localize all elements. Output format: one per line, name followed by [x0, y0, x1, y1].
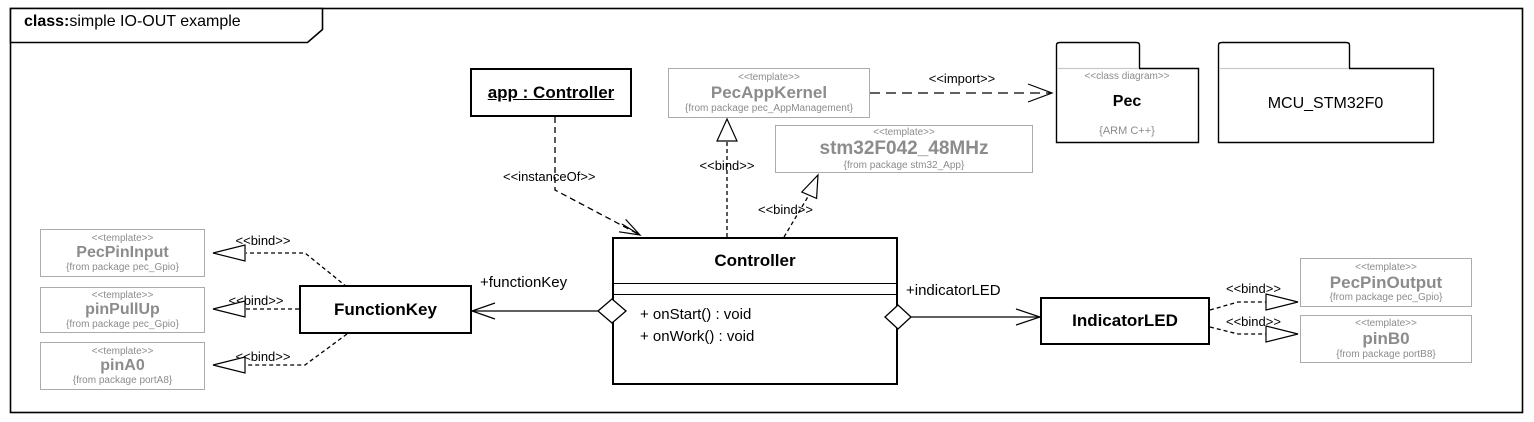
import-arrowhead-icon [1027, 83, 1054, 103]
class-pecappkernel-name: PecAppKernel [710, 83, 828, 103]
class-pina0-stereotype: <<template>> [91, 345, 154, 357]
import-label: <<import>> [928, 71, 996, 86]
functionkey-role-label: +functionKey [480, 274, 568, 291]
class-pecappkernel-stereotype: <<template>> [738, 72, 800, 84]
package-pec-note: {ARM C++} [1099, 125, 1155, 137]
instanceof-label: <<instanceOf>> [503, 169, 596, 184]
package-pec-name: Pec [1112, 93, 1142, 110]
class-controller-attributes [614, 283, 896, 294]
class-pina0: <<template>> pinA0 {from package portA8} [40, 342, 205, 390]
class-pecpininput-stereotype: <<template>> [91, 232, 154, 244]
bind-triangle-stm32-icon [800, 173, 819, 200]
method-onwork: + onWork() : void [640, 328, 755, 345]
bind-triangle-pecappkernel-icon [716, 117, 738, 142]
class-pinb0-stereotype: <<template>> [1355, 318, 1417, 330]
class-pecpinoutput: <<template>> PecPinOutput {from package … [1300, 258, 1472, 307]
functionkey-arrowhead-icon [470, 302, 496, 320]
bind-label-pina0: <<bind>> [235, 349, 291, 364]
bind-label-pecpinoutput: <<bind>> [1226, 281, 1281, 296]
class-pinb0-name: pinB0 [1362, 329, 1410, 349]
bind-label-pinpullup: <<bind>> [228, 293, 284, 308]
diagram-title: class:simple IO-OUT example [24, 13, 241, 31]
class-controller: Controller + onStart() : void + onWork()… [612, 237, 898, 385]
class-pecpininput-name: PecPinInput [76, 244, 169, 262]
class-indicatorled: IndicatorLED [1040, 297, 1210, 345]
class-pecpininput: <<template>> PecPinInput {from package p… [40, 229, 205, 277]
class-pina0-name: pinA0 [100, 357, 145, 375]
bind-label-pecpininput: <<bind>> [235, 233, 291, 248]
class-pinpullup-package: {from package pec_Gpio} [66, 318, 179, 330]
bind-label-pecappkernel: <<bind>> [699, 158, 755, 173]
method-onstart: + onStart() : void [640, 306, 752, 323]
mcu-package-shape [1217, 41, 1435, 144]
indicatorled-arrowhead-icon [1015, 308, 1042, 326]
class-pinpullup-stereotype: <<template>> [91, 289, 154, 301]
bind-label-stm32: <<bind>> [758, 202, 813, 217]
class-controller-name: Controller [714, 251, 796, 270]
class-pecpinoutput-package: {from package pec_Gpio} [1329, 292, 1443, 304]
bind-label-pinb0: <<bind>> [1226, 314, 1281, 329]
package-pec-stereotype: <<class diagram>> [1084, 71, 1170, 82]
bind-triangle-pecpinoutput-icon [1265, 293, 1299, 311]
indicatorled-role-label: +indicatorLED [906, 282, 1001, 299]
class-pinb0: <<template>> pinB0 {from package portB8} [1300, 315, 1472, 363]
class-pinpullup-name: pinPullUp [85, 301, 160, 319]
class-pecpinoutput-name: PecPinOutput [1329, 272, 1443, 292]
bind-connector-pecpinoutput [1209, 301, 1267, 311]
class-pinpullup: <<template>> pinPullUp {from package pec… [40, 287, 205, 333]
class-indicatorled-name: IndicatorLED [1072, 311, 1178, 330]
class-pecpinoutput-stereotype: <<template>> [1355, 261, 1417, 273]
package-mcu-name: MCU_STM32F0 [1267, 95, 1384, 112]
object-app-controller: app : Controller [470, 68, 632, 117]
class-pinb0-package: {from package portB8} [1336, 348, 1436, 360]
class-stm32f042-package: {from package stm32_App} [843, 159, 965, 171]
diagram-title-keyword: class: [24, 13, 70, 30]
class-controller-methods: + onStart() : void + onWork() : void [614, 294, 896, 348]
class-stm32f042: <<template>> stm32F042_48MHz {from packa… [775, 125, 1033, 173]
class-functionkey-name: FunctionKey [334, 299, 437, 319]
class-stm32f042-stereotype: <<template>> [873, 127, 935, 139]
class-pecappkernel: <<template>> PecAppKernel {from package … [668, 68, 870, 118]
class-functionkey: FunctionKey [299, 285, 472, 334]
class-pecappkernel-package: {from package pec_AppManagement} [685, 102, 853, 114]
object-app-controller-name: app : Controller [487, 82, 615, 102]
class-pecpininput-package: {from package pec_Gpio} [66, 261, 179, 273]
diagram-title-text: simple IO-OUT example [69, 13, 241, 30]
instanceof-arrowhead-icon [618, 218, 642, 236]
bind-connector-pecpininput [246, 252, 348, 288]
class-stm32f042-name: stm32F042_48MHz [819, 138, 989, 160]
class-pina0-package: {from package portA8} [72, 374, 173, 386]
